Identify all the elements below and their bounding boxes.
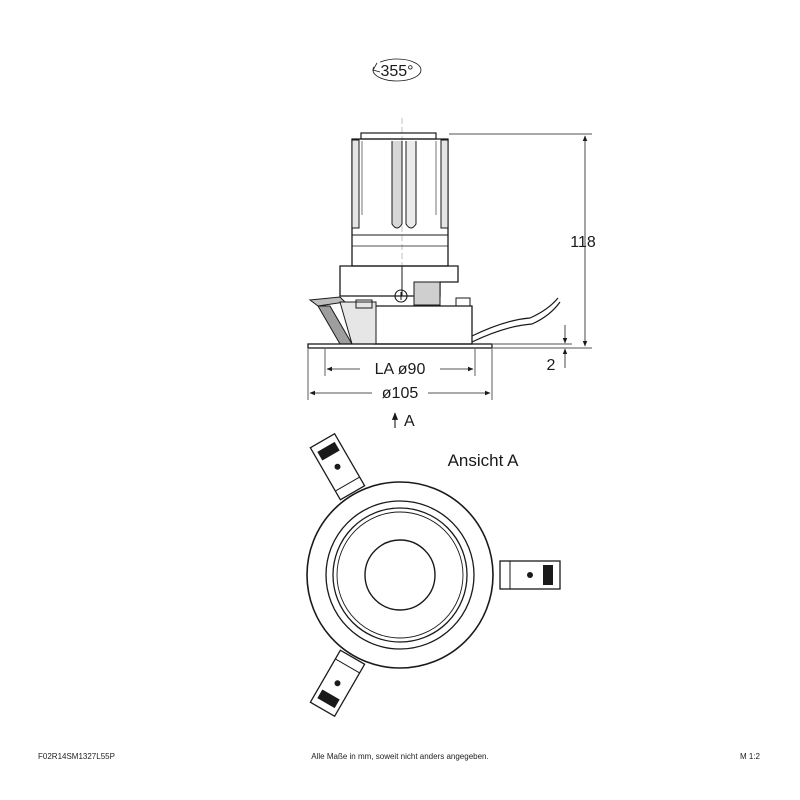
flange-label: 2 [547,357,556,374]
flange-dimension: 2 [493,325,572,374]
view-title: Ansicht A [448,451,520,470]
height-label: 118 [570,234,596,251]
footer-scale: M 1:2 [739,752,760,761]
footer-note: Alle Maße in mm, soweit nicht anders ang… [311,752,489,761]
height-dimension: 118 [449,133,596,349]
cutout-dimension: LA ø90 [324,349,476,378]
rotation-label: 355° [380,63,413,80]
top-view [306,432,561,718]
diameter-dimension: ø105 [307,349,493,402]
side-view [307,118,561,349]
rotation-indicator: 355° [372,58,422,82]
diameter-label: ø105 [382,385,419,402]
footer-product-code: F02R14SM1327L55P [38,752,115,761]
view-marker: A [391,412,415,430]
cutout-label: LA ø90 [375,361,426,378]
view-marker-label: A [404,413,415,430]
